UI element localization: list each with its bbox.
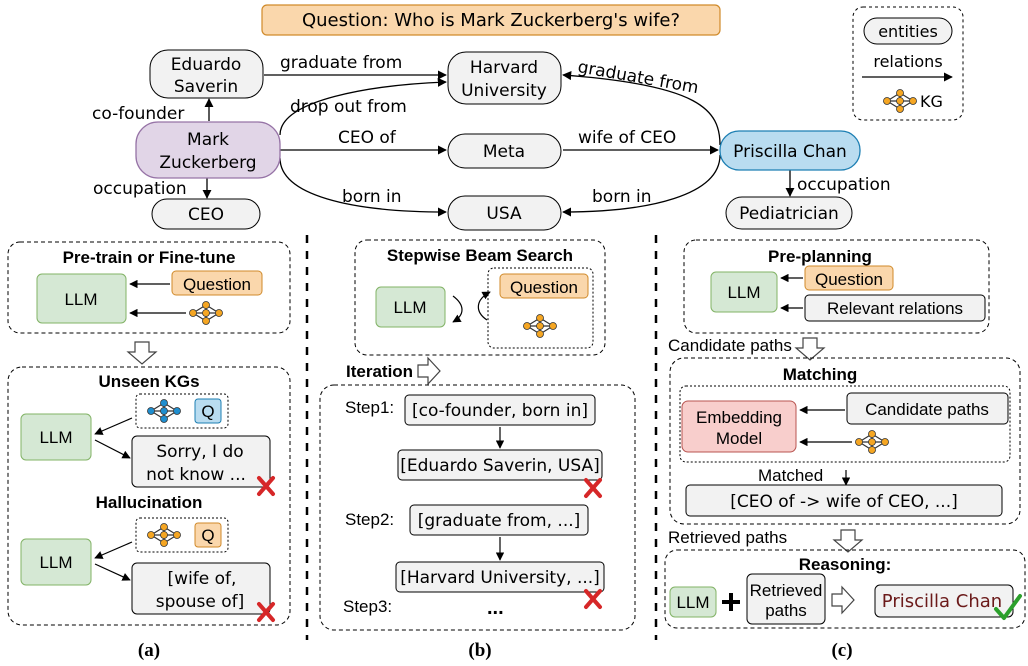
- edge-co-founder: co-founder: [92, 104, 184, 124]
- iteration-label: Iteration: [346, 362, 413, 381]
- kg-nodes-harvard-1: University: [461, 81, 547, 101]
- legend-kg: KG: [920, 92, 943, 111]
- q-label-unseen: Q: [201, 402, 214, 421]
- relevant-relations: Relevant relations: [827, 299, 963, 318]
- step3-dots: ...: [487, 597, 504, 619]
- llm-label-a1: LLM: [64, 290, 97, 309]
- kg-nodes-pediatrician: Pediatrician: [739, 204, 839, 224]
- kg-node-priscilla: Priscilla Chan: [719, 130, 861, 171]
- panel-b: Stepwise Beam Search LLM Question Iterat…: [319, 239, 636, 661]
- retrieved-line1: Retrieved: [750, 581, 823, 600]
- kg-node-meta: Meta: [447, 133, 562, 169]
- question-banner-text: Question: Who is Mark Zuckerberg's wife?: [302, 10, 680, 31]
- pretrain-title: Pre-train or Fine-tune: [63, 248, 236, 267]
- question-label-c: Question: [815, 270, 883, 289]
- edge-occupation-priscilla: occupation: [797, 175, 891, 195]
- check-icon: [994, 594, 1022, 620]
- kg-nodes-priscilla: Priscilla Chan: [733, 142, 847, 162]
- legend-entities: entities: [878, 22, 938, 41]
- llm-label-c2: LLM: [676, 593, 709, 612]
- kg-edges: [202, 70, 795, 217]
- caption-b: (b): [468, 640, 491, 661]
- kg-nodes-eduardo-0: Eduardo: [171, 55, 242, 75]
- kg-icon: [188, 300, 224, 326]
- kg-node-usa: USA: [447, 195, 562, 231]
- edge-ceo-of: CEO of: [338, 128, 397, 148]
- edge-born-in-right: born in: [592, 187, 652, 207]
- matched-result: [CEO of -> wife of CEO, ...]: [730, 492, 958, 512]
- candidate-paths-box: Candidate paths: [865, 400, 989, 419]
- question-banner: Question: Who is Mark Zuckerberg's wife?: [261, 4, 721, 36]
- llm-label-b: LLM: [393, 298, 426, 317]
- embedding-line2: Model: [716, 429, 762, 448]
- kg-node-pediatrician: Pediatrician: [725, 196, 853, 230]
- sorry-line1: Sorry, I do: [156, 442, 243, 462]
- kg-node-eduardo: Eduardo Saverin: [149, 49, 264, 99]
- answer-text: Priscilla Chan: [882, 591, 1002, 612]
- hallucination-title: Hallucination: [96, 493, 203, 512]
- cross-icon: [584, 478, 602, 498]
- kg-icon: [854, 429, 890, 455]
- q-label-halluc: Q: [201, 526, 214, 545]
- retrieved-paths-label: Retrieved paths: [668, 528, 787, 547]
- beam-title: Stepwise Beam Search: [387, 246, 573, 265]
- embedding-line1: Embedding: [696, 408, 782, 427]
- kg-nodes-mark-0: Mark: [187, 130, 229, 150]
- kg-nodes-eduardo-1: Saverin: [174, 77, 238, 97]
- matching-title: Matching: [783, 365, 858, 384]
- retrieved-line2: paths: [765, 601, 807, 620]
- step3-label: Step3:: [343, 597, 392, 616]
- edge-drop-out-from: drop out from: [290, 97, 407, 117]
- edge-occupation-mark: occupation: [93, 179, 187, 199]
- reasoning-title: Reasoning:: [799, 555, 892, 574]
- step1-box: [co-founder, born in]: [412, 401, 588, 421]
- panel-c: Pre-planning LLM Question Relevant relat…: [664, 239, 1026, 661]
- edge-graduate-from-right: graduate from: [576, 57, 700, 98]
- step1-label: Step1:: [345, 398, 394, 417]
- question-label-a: Question: [183, 275, 251, 294]
- wife-line2: spouse of]: [156, 592, 245, 612]
- llm-label-a2: LLM: [39, 428, 72, 447]
- kg-nodes-harvard-0: Harvard: [470, 58, 538, 78]
- question-label-b: Question: [510, 278, 578, 297]
- legend-relations: relations: [873, 52, 942, 71]
- llm-label-a3: LLM: [39, 553, 72, 572]
- unseen-title: Unseen KGs: [98, 372, 199, 391]
- kg-icon-blue: [146, 398, 182, 424]
- legend: entities relations KG: [852, 6, 964, 121]
- wife-line1: [wife of,: [168, 569, 237, 589]
- panel-a: Pre-train or Fine-tune LLM Question Unse…: [7, 241, 291, 661]
- kg-nodes-usa: USA: [486, 204, 522, 224]
- step1-result: [Eduardo Saverin, USA]: [400, 456, 599, 476]
- step2-box: [graduate from, ...]: [418, 511, 581, 531]
- caption-c: (c): [831, 640, 852, 661]
- sorry-line2: not know ...: [146, 465, 246, 485]
- kg-nodes-meta: Meta: [483, 142, 525, 162]
- kg-nodes-mark-1: Zuckerberg: [159, 153, 256, 173]
- kg-icon: [882, 88, 918, 114]
- cross-icon: [584, 589, 602, 609]
- kg-nodes-ceo: CEO: [188, 205, 224, 225]
- step2-result: [Harvard University, ...]: [400, 568, 600, 588]
- kg-node-mark: Mark Zuckerberg: [135, 121, 281, 179]
- edge-wife-of-ceo: wife of CEO: [578, 128, 676, 148]
- matched-label: Matched: [758, 466, 823, 485]
- preplan-title: Pre-planning: [768, 247, 872, 266]
- plus-icon: [722, 593, 740, 611]
- kg-node-ceo: CEO: [151, 198, 261, 230]
- edge-born-in-left: born in: [342, 187, 402, 207]
- kg-node-harvard: Harvard University: [447, 51, 562, 105]
- kg-icon: [522, 313, 558, 339]
- step2-label: Step2:: [345, 510, 394, 529]
- caption-a: (a): [138, 640, 160, 661]
- kg-icon: [146, 522, 182, 548]
- edge-graduate-from-left: graduate from: [280, 53, 402, 73]
- candidate-paths-label: Candidate paths: [668, 336, 792, 355]
- llm-label-c1: LLM: [727, 283, 760, 302]
